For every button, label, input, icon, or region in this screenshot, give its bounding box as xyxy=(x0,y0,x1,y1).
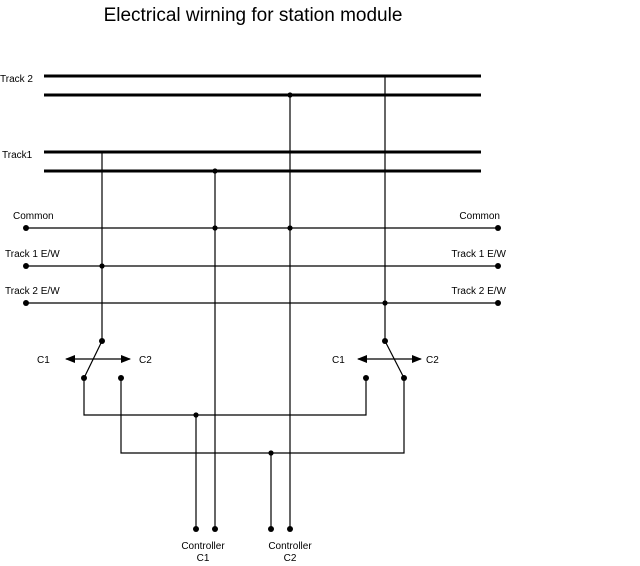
track-1-rails xyxy=(44,150,481,173)
track-1-common-rail-wire xyxy=(212,168,218,529)
track-2-common-rail-wire xyxy=(287,92,293,529)
junction-dot xyxy=(268,450,274,456)
controller-c2-circuit xyxy=(120,378,405,529)
diagram-title: Electrical wirning for station module xyxy=(104,5,403,26)
controller-c1-terminal xyxy=(193,526,199,532)
switch-left-c2-label: C2 xyxy=(139,355,152,366)
track-1-ew-bus xyxy=(23,263,501,269)
common-label-left: Common xyxy=(13,211,54,222)
track-1-feeder-wire xyxy=(99,152,105,341)
junction-dot xyxy=(287,92,293,98)
track-1-ew-terminal-left xyxy=(23,263,29,269)
junction-dot xyxy=(382,300,388,306)
track-2-feeder-wire xyxy=(382,76,388,341)
switch-right-c1-label: C1 xyxy=(332,355,345,366)
selector-switch-right xyxy=(357,338,422,381)
controller-c2-id: C2 xyxy=(284,553,297,564)
track-1-label: Track1 xyxy=(2,150,33,161)
switch-left-c1-label: C1 xyxy=(37,355,50,366)
track-1-ew-label-left: Track 1 E/W xyxy=(5,249,60,260)
junction-dot xyxy=(193,412,199,418)
track-1-ew-terminal-right xyxy=(495,263,501,269)
controller-c1-label: Controller xyxy=(181,541,225,552)
track-2-ew-terminal-right xyxy=(495,300,501,306)
track-2-rails xyxy=(44,74,481,97)
junction-dot xyxy=(212,225,218,231)
track-2-ew-label-left: Track 2 E/W xyxy=(5,286,60,297)
track-1-ew-label-right: Track 1 E/W xyxy=(451,249,506,260)
common-bus xyxy=(23,225,501,231)
common-bus-terminal-left xyxy=(23,225,29,231)
track-2-label: Track 2 xyxy=(0,74,33,85)
controller-c2-terminals xyxy=(268,526,293,532)
controller-c2-terminal xyxy=(268,526,274,532)
track-2-ew-bus xyxy=(23,300,501,306)
controller-c2-label: Controller xyxy=(268,541,312,552)
track-2-ew-terminal-left xyxy=(23,300,29,306)
junction-dot xyxy=(99,263,105,269)
junction-dot xyxy=(287,225,293,231)
controller-c1-terminals xyxy=(193,526,218,532)
junction-dot xyxy=(212,168,218,174)
controller-c1-circuit xyxy=(83,378,367,529)
common-label-right: Common xyxy=(459,211,500,222)
controller-c2-terminal xyxy=(287,526,293,532)
track-2-ew-label-right: Track 2 E/W xyxy=(451,286,506,297)
selector-switch-left xyxy=(65,338,131,381)
common-bus-terminal-right xyxy=(495,225,501,231)
controller-c1-id: C1 xyxy=(197,553,210,564)
controller-c1-terminal xyxy=(212,526,218,532)
switch-right-c2-label: C2 xyxy=(426,355,439,366)
